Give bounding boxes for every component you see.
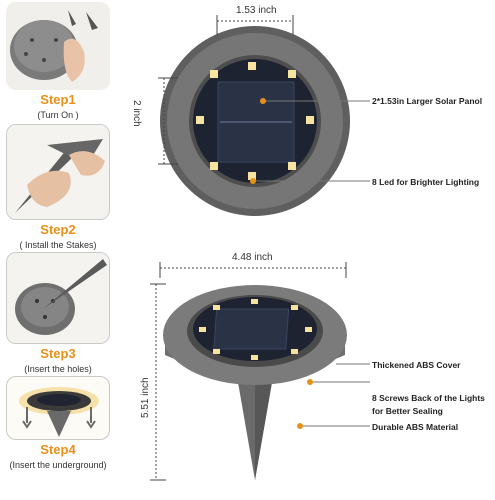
- total-height-dimension-line: [150, 283, 166, 481]
- led-callout: 8 Led for Brighter Lighting: [372, 177, 480, 187]
- material-callout-dot: [297, 423, 303, 429]
- step3-title: Step3: [40, 346, 76, 361]
- top-light-front-view: [160, 26, 350, 216]
- step4-title: Step4: [40, 442, 76, 457]
- step3-subtitle: (Insert the holes): [24, 364, 92, 374]
- step4-subtitle: (Insert the underground): [9, 460, 107, 470]
- led-callout-dot: [250, 178, 256, 184]
- panel-height-label: 2 inch: [131, 100, 142, 127]
- step2-subtitle: ( Install the Stakes): [19, 240, 97, 250]
- cover-callout: Thickened ABS Cover: [372, 360, 461, 370]
- step1-image: [6, 2, 110, 90]
- step1-subtitle: (Turn On ): [37, 110, 79, 120]
- step1-title: Step1: [40, 92, 76, 107]
- step2-image: [6, 124, 110, 220]
- panel-width-dimension-line: [216, 15, 294, 35]
- panel-height-dimension-line: [158, 77, 178, 165]
- material-callout: Durable ABS Material: [372, 422, 459, 432]
- insert-holes-illustration: [7, 253, 109, 343]
- solar-panel-callout-dot: [260, 98, 266, 104]
- screws-callout-line1: 8 Screws Back of the Lights: [372, 393, 485, 403]
- bottom-light-side-view: [163, 285, 347, 480]
- top-callout-lines: [254, 100, 370, 182]
- install-stakes-illustration: [7, 125, 109, 219]
- insert-underground-illustration: [19, 387, 99, 437]
- step3-image: [6, 252, 110, 344]
- solar-panel-callout: 2*1.53in Larger Solar Panol: [372, 96, 483, 106]
- panel-width-label: 1.53 inch: [236, 5, 277, 16]
- diameter-dimension-line: [159, 262, 347, 278]
- step4-image: [6, 376, 110, 440]
- turn-on-illustration: [10, 10, 98, 82]
- diameter-label: 4.48 inch: [232, 252, 273, 263]
- bottom-callout-lines: [300, 363, 370, 427]
- screws-callout-dot: [307, 379, 313, 385]
- step2-title: Step2: [40, 222, 76, 237]
- screws-callout-line2: for Better Sealing: [372, 406, 443, 416]
